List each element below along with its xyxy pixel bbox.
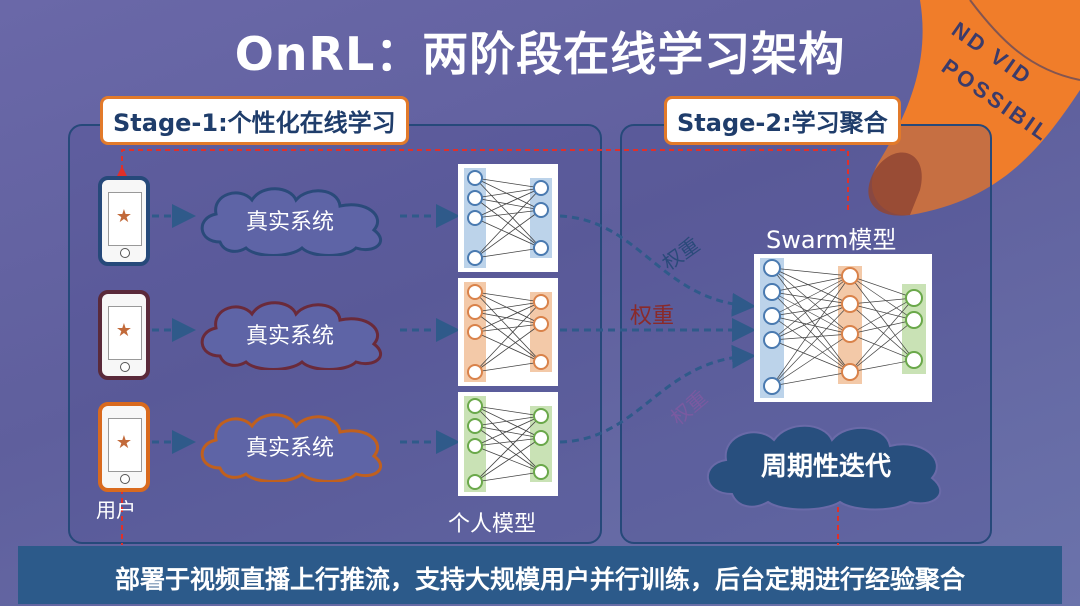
decorative-banner: ND VID POSSIBIL [868,0,1080,216]
iteration-label: 周期性迭代 [760,452,891,482]
bottom-caption: 部署于视频直播上行推流，支持大规模用户并行训练，后台定期进行经验聚合 [114,565,965,594]
feedback-line-top [114,149,849,210]
user-label: 用户 [96,498,136,522]
phone-2: ★ [98,290,150,380]
bottom-banner [18,546,1062,604]
star-icon: ★ [115,320,133,341]
page-title: OnRL：两阶段在线学习架构 [234,27,846,81]
cloud-2 [200,301,382,370]
star-icon: ★ [115,206,133,227]
weight-label-2: 权重 [630,304,675,329]
star-icon: ★ [115,432,133,453]
cloud-1-label: 真实系统 [245,210,334,235]
cloud-3 [200,413,382,482]
personal-model-3 [458,392,558,496]
personal-model-2 [458,278,558,386]
swarm-model [754,254,932,402]
cloud-1 [200,187,382,256]
iteration-cloud [707,424,942,511]
cloud-3-label: 真实系统 [245,436,334,461]
personal-model-label: 个人模型 [448,512,537,537]
phone-1: ★ [98,176,150,266]
swarm-model-label: Swarm模型 [766,226,897,254]
stage2-label: Stage-2:学习聚合 [664,96,901,145]
cloud-2-label: 真实系统 [245,324,334,349]
phone-3: ★ [98,402,150,492]
personal-model-1 [458,164,558,272]
stage1-label: Stage-1:个性化在线学习 [100,96,409,145]
